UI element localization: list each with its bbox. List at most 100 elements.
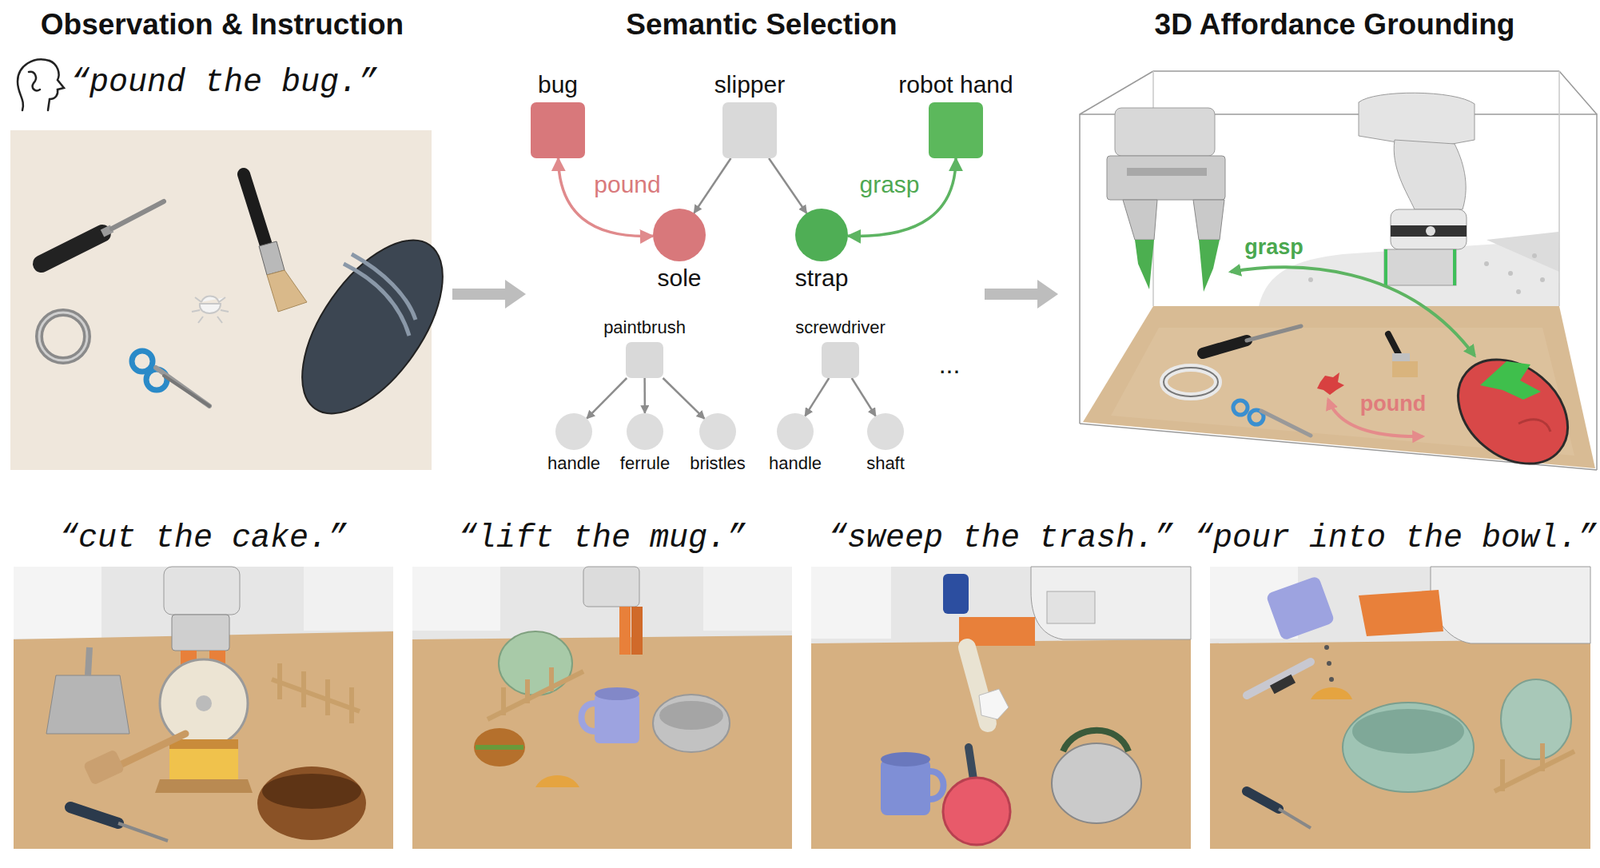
task-photo-part (13, 631, 394, 849)
task-photo-part (703, 566, 793, 631)
point-cloud-scene-part-part (1308, 277, 1314, 283)
task-photo-part (1046, 591, 1095, 624)
task-photo-part-part (501, 687, 506, 716)
observation-photo-part (243, 174, 267, 248)
part-label: handle (547, 454, 601, 473)
task-photo-part (1358, 589, 1444, 637)
object-square: robot hand (928, 102, 984, 159)
task-photo-part (195, 695, 212, 712)
point-cloud-scene-part (1126, 167, 1207, 176)
part-circle: handle (555, 413, 593, 450)
task-photo-part (303, 566, 394, 631)
point-cloud-scene-part (1392, 353, 1410, 362)
observation-photo-part (155, 367, 210, 406)
instruction-text: “pound the bug.” (70, 67, 378, 100)
observation-photo-part (351, 254, 416, 320)
object-label: screwdriver (795, 318, 885, 337)
point-cloud-scene-part-part (1153, 70, 1560, 72)
task-photo-part (169, 739, 239, 780)
task-photo-part (262, 773, 362, 809)
part-label: strap (795, 266, 849, 291)
object-square: paintbrush (625, 342, 664, 379)
point-cloud-scene-part (1384, 249, 1457, 286)
connector (804, 378, 829, 417)
task-photo-part (1278, 808, 1311, 828)
task-photo-part (155, 779, 253, 793)
task-photo-part (659, 700, 724, 730)
speaker-icon-part (17, 59, 50, 111)
task-photo-part (968, 747, 974, 780)
annotation-label: grasp (1244, 236, 1304, 259)
task-photo-part (1209, 566, 1591, 849)
task-photo-part (581, 703, 596, 732)
connector (558, 158, 654, 237)
task-photo-part (1246, 661, 1311, 696)
point-cloud-scene-part-part (1516, 289, 1521, 295)
observation-photo-part (111, 201, 164, 229)
observation-photo (10, 130, 470, 470)
observation-photo-part (131, 350, 153, 372)
task-photo-part (880, 759, 931, 816)
point-cloud-scene-part (1261, 410, 1311, 436)
task-photo-part (1051, 743, 1142, 824)
task-photo-part (13, 566, 102, 639)
task-photo-part (473, 728, 526, 767)
point-cloud-scene-part (1163, 367, 1218, 397)
task-photo-part-part (349, 687, 355, 724)
panel-heading: 3D Affordance Grounding (1154, 9, 1516, 40)
point-cloud-scene-part (1384, 249, 1388, 286)
task-photo-part (811, 566, 892, 639)
speaker-icon-part (28, 71, 40, 92)
task-photo (1209, 566, 1591, 849)
point-cloud-scene-part (1233, 400, 1248, 415)
instruction-text: “sweep the trash.” (827, 522, 1174, 555)
observation-photo-part (39, 312, 88, 361)
task-photo-part-part (325, 679, 331, 716)
task-photo-part (169, 739, 239, 749)
connector (663, 378, 705, 419)
task-photo (811, 566, 1191, 849)
point-cloud-scene-part-part (1540, 277, 1545, 283)
task-photo-part (271, 663, 360, 724)
point-cloud-scene-part (1452, 249, 1457, 286)
task-photo-part (163, 566, 240, 615)
task-photo-part (1246, 791, 1279, 809)
task-photo-part-part (271, 679, 360, 712)
task-photo-part-part (549, 667, 554, 692)
task-photo-part (943, 573, 969, 614)
task-photo-part (475, 744, 524, 750)
edge-label: grasp (859, 172, 920, 197)
instruction-text: “cut the cake.” (59, 522, 347, 555)
task-photo-part (1310, 687, 1353, 700)
grasp-arrow (1230, 266, 1475, 356)
task-photo-part-part (1329, 676, 1334, 682)
task-photo-part (13, 566, 394, 849)
part-label: bristles (689, 454, 746, 473)
speaker-icon-part (47, 60, 64, 111)
task-photo-part (70, 807, 119, 824)
panel-heading: Observation & Instruction (40, 9, 404, 40)
object-square: slipper (722, 102, 777, 159)
annotation-label: pound (1360, 393, 1426, 415)
object-label: slipper (714, 72, 785, 97)
observation-photo-part (266, 270, 307, 312)
task-photo (412, 566, 793, 849)
point-cloud-scene-part-part (1559, 71, 1597, 115)
task-photo-part (594, 687, 640, 701)
part-circle: handle (776, 413, 814, 450)
point-cloud-scene-part (1246, 326, 1302, 341)
observation-photo-part (163, 375, 210, 406)
point-cloud-scene-part (1202, 340, 1247, 354)
task-photo-part (83, 748, 126, 786)
connector (851, 378, 876, 417)
point-cloud-scene-part (1518, 419, 1551, 432)
point-cloud-scene-part (1358, 92, 1475, 148)
part-circle: strap (795, 208, 848, 262)
task-photo-part-part (1326, 660, 1332, 666)
observation-photo-part (343, 263, 410, 336)
observation-photo-part (191, 296, 229, 324)
object-label: robot hand (898, 72, 1013, 97)
point-cloud-scene-part (1392, 361, 1418, 378)
part-circle: sole (652, 208, 706, 262)
